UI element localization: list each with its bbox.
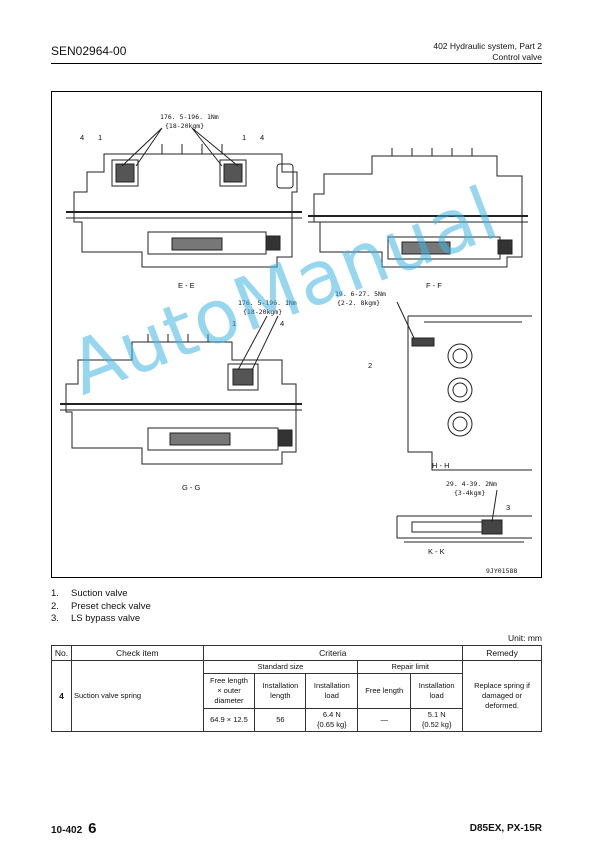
col-repair-free-length: Free length bbox=[357, 673, 412, 709]
section-kk-drawing bbox=[396, 515, 532, 543]
col-installation-load-line: load bbox=[324, 691, 339, 700]
callout-kk-torque: 29. 4-39. 2Nm bbox=[446, 480, 497, 488]
figure-code: 9JY01588 bbox=[486, 567, 517, 575]
row-no: 4 bbox=[51, 660, 72, 732]
cell-repair-free-length: — bbox=[357, 708, 412, 732]
col-free-length-line: Free length bbox=[209, 676, 248, 685]
marker-ee-4-right: 4 bbox=[260, 133, 264, 142]
spec-table: No. Check item Criteria Remedy 4 Suction… bbox=[51, 645, 542, 732]
cell-repair-installation-load: 5.1 N {0.52 kg} bbox=[410, 708, 464, 732]
group-repair-limit: Repair limit bbox=[357, 660, 464, 674]
callout-ff-torque: 19. 6-27. 5Nm bbox=[335, 290, 386, 298]
col-repair-installation-load: Installation load bbox=[410, 673, 464, 709]
header-doc-code: SEN02964-00 bbox=[51, 44, 127, 58]
remedy-line: damaged or bbox=[482, 691, 523, 700]
col-installation-load-line: Installation bbox=[313, 681, 350, 690]
callout-kk-torque-kgm: {3-4kgm} bbox=[454, 489, 485, 497]
section-gg-drawing bbox=[60, 334, 302, 465]
col-installation-length-line: Installation bbox=[262, 681, 299, 690]
table-header-row: No. Check item Criteria Remedy bbox=[51, 645, 542, 661]
col-free-length: Free length × outer diameter bbox=[202, 673, 256, 709]
header-criteria: Criteria bbox=[202, 645, 464, 661]
header-rule bbox=[51, 63, 542, 64]
marker-ee-1-right: 1 bbox=[242, 133, 246, 142]
table-group-row: 4 Suction valve spring Standard size Rep… bbox=[51, 660, 542, 732]
remedy-line: Replace spring if bbox=[474, 681, 530, 690]
legend-item: 1. Suction valve bbox=[51, 588, 151, 601]
page-number-prefix: 10-402 bbox=[51, 825, 83, 836]
section-ee-drawing bbox=[66, 144, 302, 268]
header-section-line2: Control valve bbox=[492, 52, 542, 62]
group-standard-size: Standard size bbox=[202, 660, 359, 674]
cell-repair-installation-load-line: 5.1 N bbox=[427, 710, 446, 719]
legend-item: 3. LS bypass valve bbox=[51, 613, 151, 626]
table-row: 64.9 × 12.5 56 6.4 N {0.65 kg} — 5.1 N {… bbox=[52, 708, 542, 732]
col-free-length-line: × outer bbox=[217, 686, 241, 695]
marker-gg-4: 4 bbox=[280, 319, 284, 328]
section-hh-drawing bbox=[407, 315, 532, 471]
legend-item-text: LS bypass valve bbox=[71, 613, 141, 624]
col-repair-installation-load-line: Installation bbox=[418, 681, 455, 690]
col-repair-installation-load-line: load bbox=[429, 691, 444, 700]
marker-ee-1-left: 1 bbox=[98, 133, 102, 142]
legend-item-text: Preset check valve bbox=[71, 600, 151, 612]
callout-gg-torque: 176. 5-196. 1Nm bbox=[238, 299, 297, 307]
legend-item-num: 1. bbox=[51, 588, 59, 599]
parts-legend: 1. Suction valve 2. Preset check valve 3. L… bbox=[51, 588, 151, 626]
header-check-item: Check item bbox=[70, 645, 204, 661]
legend-item-num: 3. bbox=[51, 613, 59, 624]
row-remedy: Replace spring if damaged or deformed. bbox=[462, 660, 542, 732]
callout-ff-torque-kgm: {2-2. 8kgm} bbox=[337, 299, 380, 307]
header-no: No. bbox=[51, 645, 72, 661]
figure-drawing: 176. 5-196. 1Nm {18-20kgm} 19. 6-27. 5Nm… bbox=[60, 113, 532, 575]
header-section: 402 Hydraulic system, Part 2 Control val… bbox=[433, 41, 542, 63]
cell-installation-load-line: 6.4 N bbox=[322, 710, 341, 719]
callout-ee-torque: 176. 5-196. 1Nm bbox=[160, 113, 219, 121]
cell-installation-load: 6.4 N {0.65 kg} bbox=[305, 708, 359, 732]
legend-item-text: Suction valve bbox=[71, 588, 128, 599]
cell-free-length: 64.9 × 12.5 bbox=[202, 708, 256, 732]
remedy-line: deformed. bbox=[485, 701, 519, 710]
cell-installation-load-line: {0.65 kg} bbox=[317, 720, 347, 729]
section-ff-drawing bbox=[308, 148, 528, 268]
header-remedy: Remedy bbox=[462, 645, 542, 661]
view-label-gg: G - G bbox=[182, 483, 200, 492]
col-free-length-line: diameter bbox=[214, 696, 244, 705]
col-installation-length-line: length bbox=[270, 691, 291, 700]
marker-ee-4-left: 4 bbox=[80, 133, 84, 142]
callout-ee-torque-kgm: {18-20kgm} bbox=[165, 122, 204, 130]
unit-label: Unit: mm bbox=[508, 633, 542, 643]
marker-hh-2: 2 bbox=[368, 361, 372, 370]
marker-kk-3: 3 bbox=[506, 503, 510, 512]
cell-repair-installation-load-line: {0.52 kg} bbox=[421, 720, 452, 729]
page-number-value: 6 bbox=[88, 820, 97, 837]
legend-item-num: 2. bbox=[51, 600, 59, 612]
cell-installation-length: 56 bbox=[254, 708, 307, 732]
view-label-hh: H - H bbox=[432, 461, 450, 470]
model-label: D85EX, PX-15R bbox=[469, 823, 542, 834]
marker-gg-1: 1 bbox=[232, 319, 236, 328]
view-label-ee: E - E bbox=[178, 281, 195, 290]
view-label-ff: F - F bbox=[426, 281, 442, 290]
control-valve-figure: 176. 5-196. 1Nm {18-20kgm} 19. 6-27. 5Nm… bbox=[51, 91, 542, 578]
col-installation-load: Installation load bbox=[305, 673, 359, 709]
col-installation-length: Installation length bbox=[254, 673, 307, 709]
view-label-kk: K - K bbox=[428, 547, 445, 556]
header-section-line1: 402 Hydraulic system, Part 2 bbox=[433, 41, 542, 51]
callout-gg-torque-kgm: {18-20kgm} bbox=[243, 308, 282, 316]
page-number: 10-402 6 bbox=[51, 820, 96, 837]
legend-item: 2. Preset check valve bbox=[51, 601, 151, 614]
table-column-row: Free length × outer diameter Installatio… bbox=[52, 673, 542, 709]
row-check-item: Suction valve spring bbox=[70, 660, 204, 732]
